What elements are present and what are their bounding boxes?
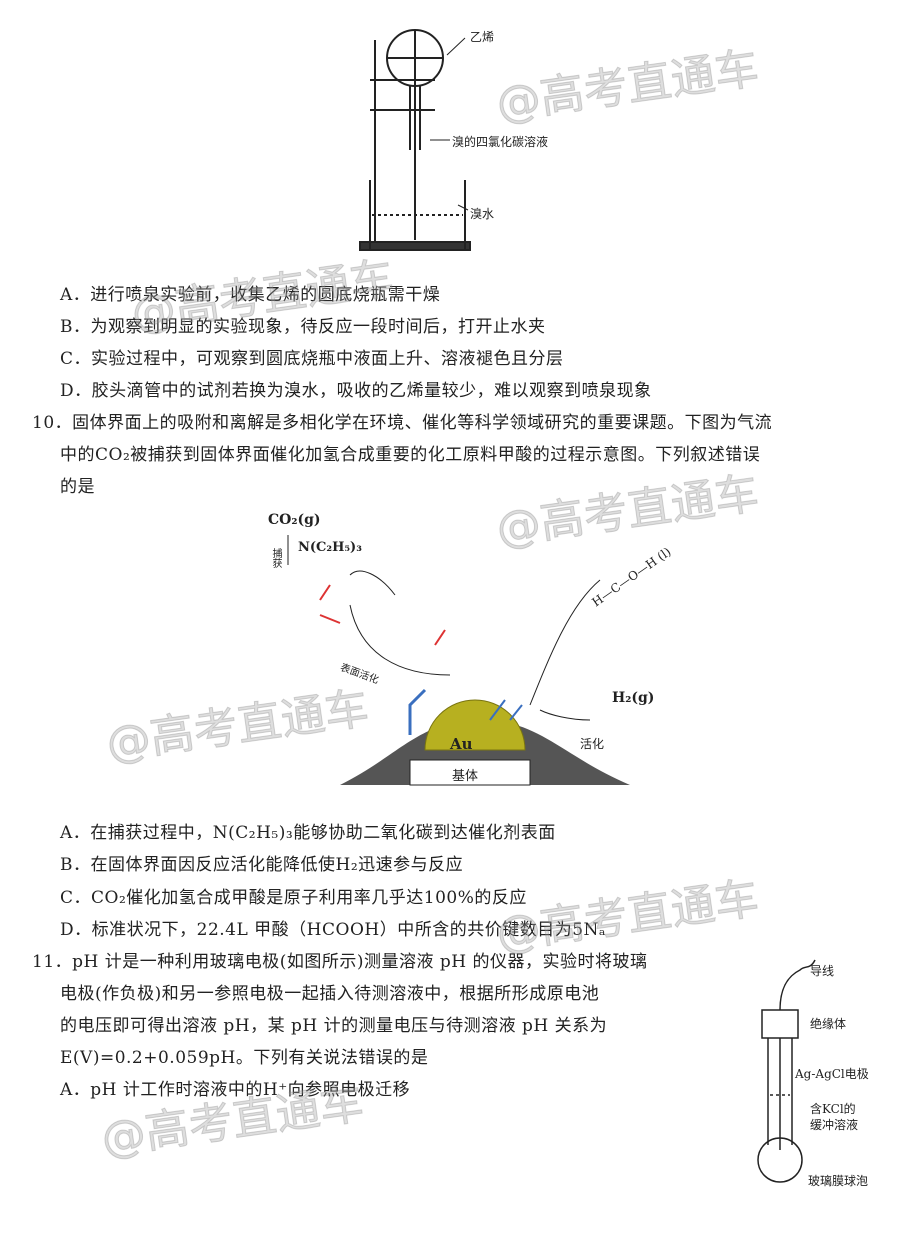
q9-option-d: D．胶头滴管中的试剂若换为溴水，吸收的乙烯量较少，难以观察到喷泉现象 xyxy=(60,381,652,401)
q11-stem-line1: 11．pH 计是一种利用玻璃电极(如图所示)测量溶液 pH 的仪器，实验时将玻璃 xyxy=(32,952,648,972)
q9-option-b: B．为观察到明显的实验现象，待反应一段时间后，打开止水夹 xyxy=(60,317,546,337)
q11-stem-line3: 的电压即可得出溶液 pH，某 pH 计的测量电压与待测溶液 pH 关系为 xyxy=(60,1016,608,1036)
q11-option-a: A．pH 计工作时溶液中的H⁺向参照电极迁移 xyxy=(60,1080,411,1100)
label-substrate: 基体 xyxy=(452,769,479,784)
q10-stem-line3: 的是 xyxy=(60,477,95,497)
q10-option-b: B．在固体界面因反应活化能降低使H₂迅速参与反应 xyxy=(60,855,464,875)
q10-stem-line1: 10．固体界面上的吸附和离解是多相化学在环境、催化等科学领域研究的重要课题。下图… xyxy=(32,413,773,433)
label-au: Au xyxy=(450,735,473,753)
label-ethylene: 乙烯 xyxy=(470,30,495,44)
label-triethylamine: N(C₂H₅)₃ xyxy=(298,540,362,555)
q10-option-d: D．标准状况下，22.4L 甲酸（HCOOH）中所含的共价键数目为5Nₐ xyxy=(60,920,606,940)
q11-stem-line2: 电极(作负极)和另一参照电极一起插入待测溶液中，根据所形成原电池 xyxy=(60,984,600,1004)
label-wire: 导线 xyxy=(810,964,835,978)
fountain-apparatus-figure xyxy=(359,29,471,251)
label-capture: 捕获 xyxy=(270,548,281,568)
label-h2: H₂(g) xyxy=(612,690,655,706)
label-kcl: 含KCl的 xyxy=(810,1102,856,1116)
label-bromine-water: 溴水 xyxy=(470,207,495,221)
label-glass-bulb: 玻璃膜球泡 xyxy=(808,1174,869,1188)
label-insulator: 绝缘体 xyxy=(810,1017,847,1031)
q9-option-a: A．进行喷泉实验前，收集乙烯的圆底烧瓶需干燥 xyxy=(60,285,441,305)
q9-option-c: C．实验过程中，可观察到圆底烧瓶中液面上升、溶液褪色且分层 xyxy=(60,349,564,369)
q11-stem-line4: E(V)=0.2+0.059pH。下列有关说法错误的是 xyxy=(60,1048,429,1068)
label-buffer: 缓冲溶液 xyxy=(810,1118,859,1132)
co2-hydrogenation-figure xyxy=(287,535,630,786)
label-activation: 活化 xyxy=(580,737,605,751)
q10-stem-line2: 中的CO₂被捕获到固体界面催化加氢合成重要的化工原料甲酸的过程示意图。下列叙述错… xyxy=(60,445,761,465)
label-bromine-ccl4: 溴的四氯化碳溶液 xyxy=(452,135,549,149)
label-co2: CO₂(g) xyxy=(268,512,321,528)
glass-electrode-figure xyxy=(757,959,816,1183)
q10-option-a: A．在捕获过程中，N(C₂H₅)₃能够协助二氧化碳到达催化剂表面 xyxy=(60,823,556,843)
q10-option-c: C．CO₂催化加氢合成甲酸是原子利用率几乎达100%的反应 xyxy=(60,888,527,908)
label-ag-agcl-electrode: Ag-AgCl电极 xyxy=(795,1067,869,1081)
